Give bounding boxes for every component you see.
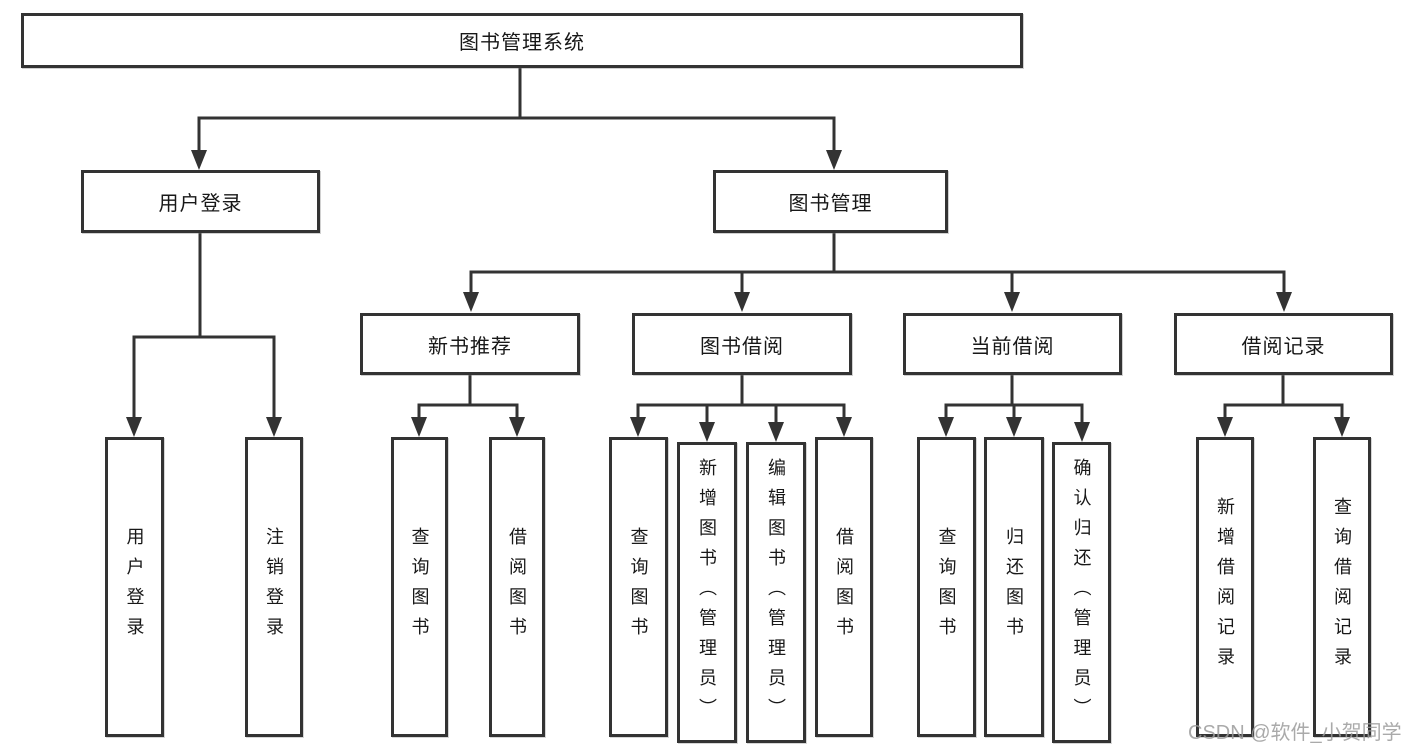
node-book-borrow: 图书借阅 xyxy=(632,313,852,375)
node-book-management: 图书管理 xyxy=(713,170,948,233)
node-borrow-borrow-books: 借阅图书 xyxy=(815,437,873,737)
node-login: 用户登录 xyxy=(105,437,164,737)
node-records-add-record: 新增借阅记录 xyxy=(1196,437,1254,737)
node-borrow-add-books-admin: 新增图书（管理员） xyxy=(677,442,737,743)
node-current-borrow: 当前借阅 xyxy=(903,313,1122,375)
node-current-return-books: 归还图书 xyxy=(984,437,1044,737)
node-current-confirm-return-admin: 确认归还（管理员） xyxy=(1052,442,1111,743)
node-recommend-query-books: 查询图书 xyxy=(391,437,448,737)
node-library-management-system: 图书管理系统 xyxy=(21,13,1023,68)
node-records-query-record: 查询借阅记录 xyxy=(1313,437,1371,737)
node-logout: 注销登录 xyxy=(245,437,303,737)
csdn-watermark: CSDN @软件_小贺同学 xyxy=(1188,722,1402,744)
node-recommend-borrow-books: 借阅图书 xyxy=(489,437,545,737)
node-borrow-records: 借阅记录 xyxy=(1174,313,1393,375)
node-user-login: 用户登录 xyxy=(81,170,320,233)
node-borrow-edit-books-admin: 编辑图书（管理员） xyxy=(746,442,806,743)
node-new-book-recommend: 新书推荐 xyxy=(360,313,580,375)
node-current-query-books: 查询图书 xyxy=(917,437,976,737)
node-borrow-query-books: 查询图书 xyxy=(609,437,668,737)
